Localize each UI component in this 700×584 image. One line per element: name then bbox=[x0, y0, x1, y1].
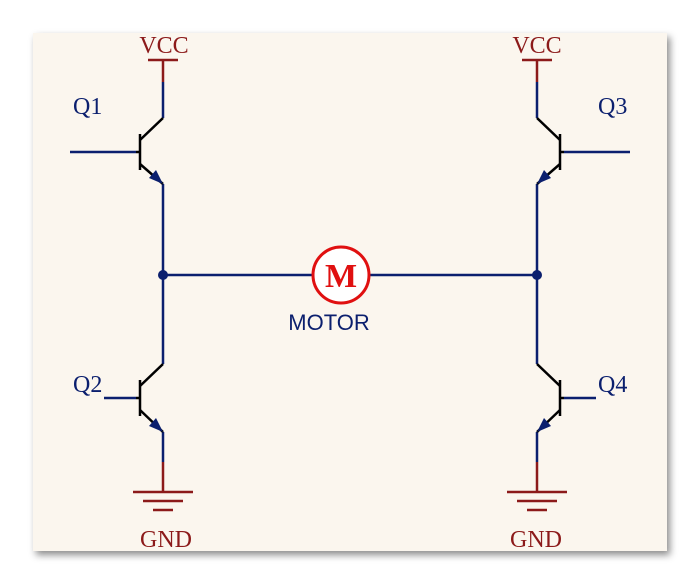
vcc-label-right: VCC bbox=[512, 33, 561, 59]
q1-label: Q1 bbox=[73, 94, 102, 120]
gnd-label-left: GND bbox=[140, 527, 192, 553]
transistor-q3 bbox=[536, 117, 564, 185]
transistor-q1 bbox=[136, 117, 164, 185]
q2-emitter-arrow bbox=[149, 418, 163, 432]
vcc-label-left: VCC bbox=[139, 33, 188, 59]
q3-label: Q3 bbox=[598, 94, 627, 120]
junction-left bbox=[158, 270, 168, 280]
junction-right bbox=[532, 270, 542, 280]
transistor-q4 bbox=[536, 363, 564, 433]
q4-label: Q4 bbox=[598, 372, 627, 398]
q4-emitter-arrow bbox=[537, 418, 551, 432]
q1-emitter-arrow bbox=[149, 170, 163, 184]
q3-emitter-arrow bbox=[537, 170, 551, 184]
motor-symbol: M bbox=[311, 245, 371, 305]
motor-m-glyph: M bbox=[325, 258, 357, 295]
gnd-label-right: GND bbox=[510, 527, 562, 553]
motor-label: MOTOR bbox=[288, 310, 369, 335]
transistor-q2 bbox=[136, 363, 164, 433]
q2-label: Q2 bbox=[73, 372, 102, 398]
